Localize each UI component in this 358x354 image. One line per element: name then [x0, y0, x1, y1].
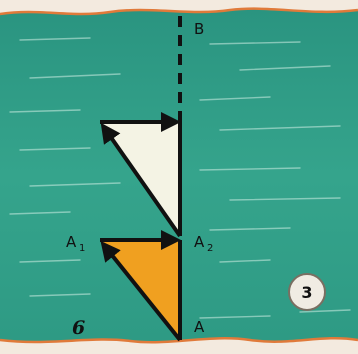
- bottom-shore-edge: [0, 337, 358, 344]
- label-a2: A: [194, 233, 205, 251]
- label-a: A: [194, 318, 205, 336]
- figure-badge-circle: [288, 273, 326, 311]
- wave-streaks: [9, 37, 351, 319]
- top-shore-edge: [0, 7, 358, 16]
- page-number: 6: [72, 317, 85, 339]
- label-a2-subscript: 2: [207, 243, 213, 254]
- label-a1: A: [66, 233, 77, 251]
- figure-badge-number: 3: [301, 283, 312, 302]
- label-b: B: [194, 20, 204, 38]
- label-a1-subscript: 1: [79, 243, 85, 254]
- upper-heading-arrow: [100, 122, 182, 238]
- lower-heading-arrow: [100, 240, 182, 342]
